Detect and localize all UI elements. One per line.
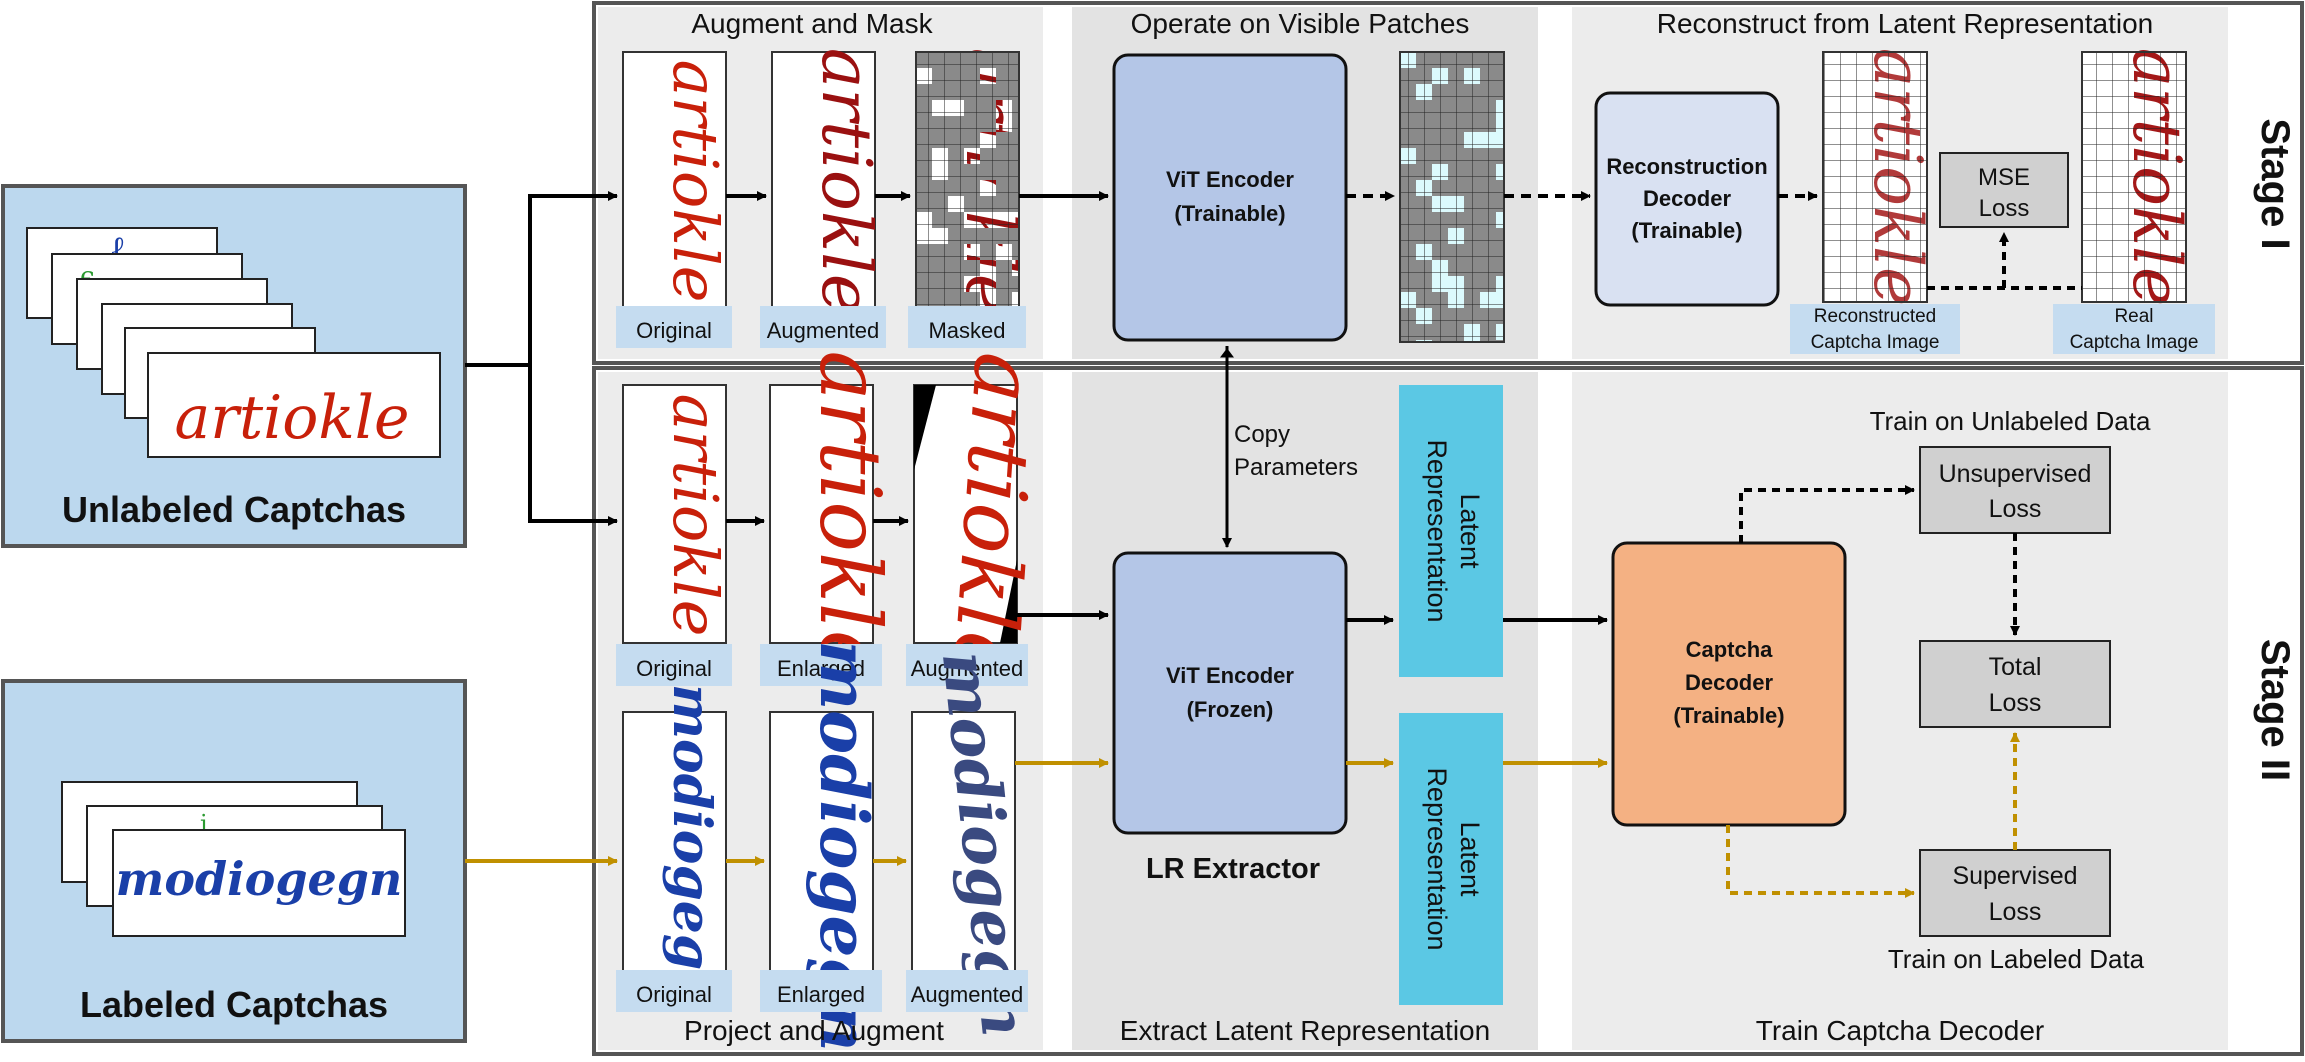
- stage1-label: Stage I: [2253, 118, 2297, 249]
- stage2-unlabeled-augmented-thumb: artiokle Augmented: [906, 350, 1054, 686]
- supervised-loss-box: [1919, 849, 2111, 937]
- captcha-decoder-sub: (Trainable): [1673, 703, 1784, 728]
- captcha-decoder-title-2: Decoder: [1685, 670, 1773, 695]
- latent-labeled-line2: Representation: [1422, 767, 1452, 950]
- unlabeled-captcha-stack: ℓ ϵ artiokle: [26, 227, 441, 458]
- real-captcha-image: artiokle Real Captcha Image: [2053, 48, 2215, 354]
- reconstructed-captcha-image: artiokle Reconstructed Captcha Image: [1790, 48, 1960, 354]
- train-labeled-title: Train on Labeled Data: [1888, 944, 2145, 974]
- stage2-labeled-augmented-label: Augmented: [911, 982, 1024, 1007]
- copy-parameters-line1: Copy: [1234, 421, 1290, 448]
- supervised-loss-line1: Supervised: [1952, 862, 2077, 890]
- recon-decoder-sub: (Trainable): [1631, 218, 1742, 243]
- reconstruct-title: Reconstruct from Latent Representation: [1657, 8, 2153, 39]
- stage2-labeled-enlarged-label: Enlarged: [777, 982, 865, 1007]
- unsupervised-loss-line1: Unsupervised: [1939, 460, 2092, 488]
- stage2-unlabeled-original-label: Original: [636, 656, 712, 681]
- vit-encoder-trainable-title: ViT Encoder: [1166, 167, 1294, 192]
- latent-unlabeled-line2: Representation: [1422, 439, 1452, 622]
- visible-patches-grid: [1399, 51, 1505, 343]
- real-label-1: Real: [2114, 306, 2153, 327]
- recon-decoder-title-1: Reconstruction: [1606, 154, 1767, 179]
- vit-encoder-frozen-sub: (Frozen): [1187, 697, 1274, 722]
- train-unlabeled-title: Train on Unlabeled Data: [1870, 406, 2151, 436]
- total-loss-line1: Total: [1989, 653, 2042, 681]
- stage1-masked-thumb: artiokle Masked: [908, 48, 1029, 348]
- latent-representation-labeled: [1399, 713, 1503, 1005]
- svg-text:modiogegn: modiogegn: [661, 684, 722, 1008]
- supervised-loss-line2: Loss: [1989, 898, 2042, 926]
- latent-labeled-line1: Latent: [1455, 821, 1485, 897]
- vit-encoder-frozen: [1112, 551, 1348, 835]
- labeled-captchas-title: Labeled Captchas: [80, 984, 388, 1025]
- latent-unlabeled-line1: Latent: [1455, 493, 1485, 569]
- vit-encoder-trainable-sub: (Trainable): [1174, 201, 1285, 226]
- svg-text:artiokle: artiokle: [801, 351, 899, 680]
- stage2-unlabeled-augmented-label: Augmented: [911, 656, 1024, 681]
- vit-encoder-frozen-title: ViT Encoder: [1166, 663, 1294, 688]
- reconstructed-label-1: Reconstructed: [1814, 306, 1937, 327]
- latent-representation-unlabeled: [1399, 385, 1503, 677]
- lr-extractor-label: LR Extractor: [1146, 853, 1320, 885]
- total-loss-line2: Loss: [1989, 689, 2042, 717]
- total-loss-box: [1919, 640, 2111, 728]
- labeled-sample-text: modiogegn: [116, 852, 403, 906]
- svg-text:artiokle: artiokle: [659, 60, 732, 303]
- operate-visible-title: Operate on Visible Patches: [1131, 8, 1470, 39]
- mse-loss-line2: Loss: [1979, 195, 2030, 222]
- recon-decoder-title-2: Decoder: [1643, 186, 1731, 211]
- stage1-original-label: Original: [636, 318, 712, 343]
- reconstructed-label-2: Captcha Image: [1811, 332, 1940, 353]
- stage1-augmented-label: Augmented: [767, 318, 880, 343]
- svg-text:artiokle: artiokle: [659, 394, 732, 637]
- stage2-unlabeled-enlarged-thumb: artiokle Enlarged: [760, 351, 899, 686]
- stage2-labeled-original-thumb: modiogegn Original: [616, 684, 732, 1012]
- labeled-captcha-stack: i modiogegn: [61, 781, 406, 937]
- stage2-label: Stage II: [2253, 639, 2297, 781]
- stage1-original-thumb: artiokle Original: [616, 51, 732, 348]
- unsupervised-loss-box: [1919, 446, 2111, 534]
- real-label-2: Captcha Image: [2070, 332, 2199, 353]
- augment-and-mask-title: Augment and Mask: [691, 8, 933, 39]
- stage2-labeled-original-label: Original: [636, 982, 712, 1007]
- mse-loss-line1: MSE: [1978, 164, 2030, 191]
- arrows: [465, 191, 2082, 898]
- reconstruction-decoder: [1594, 91, 1780, 307]
- extract-latent-title: Extract Latent Representation: [1120, 1015, 1490, 1046]
- train-decoder-title: Train Captcha Decoder: [1756, 1015, 2044, 1046]
- unsupervised-loss-line2: Loss: [1989, 495, 2042, 523]
- copy-parameters-line2: Parameters: [1234, 454, 1358, 481]
- captcha-decoder-title-1: Captcha: [1686, 637, 1774, 662]
- stage2-unlabeled-original-thumb: artiokle Original: [616, 384, 732, 686]
- unlabeled-captchas-title: Unlabeled Captchas: [62, 489, 406, 530]
- vit-encoder-trainable: [1112, 53, 1348, 342]
- stage2-labeled-enlarged-thumb: modiogegn Enlarged: [760, 640, 883, 1052]
- stage2-unlabeled-enlarged-label: Enlarged: [777, 656, 865, 681]
- svg-text:artiokle: artiokle: [934, 350, 1055, 685]
- svg-text:artiokle: artiokle: [806, 48, 885, 314]
- mse-loss-box: [1939, 152, 2069, 228]
- svg-text:i: i: [200, 810, 208, 838]
- stage1-augmented-thumb: artiokle Augmented: [760, 48, 886, 348]
- stage1-masked-label: Masked: [928, 318, 1005, 343]
- project-augment-title: Project and Augment: [684, 1015, 944, 1046]
- unlabeled-sample-text: artiokle: [175, 383, 410, 453]
